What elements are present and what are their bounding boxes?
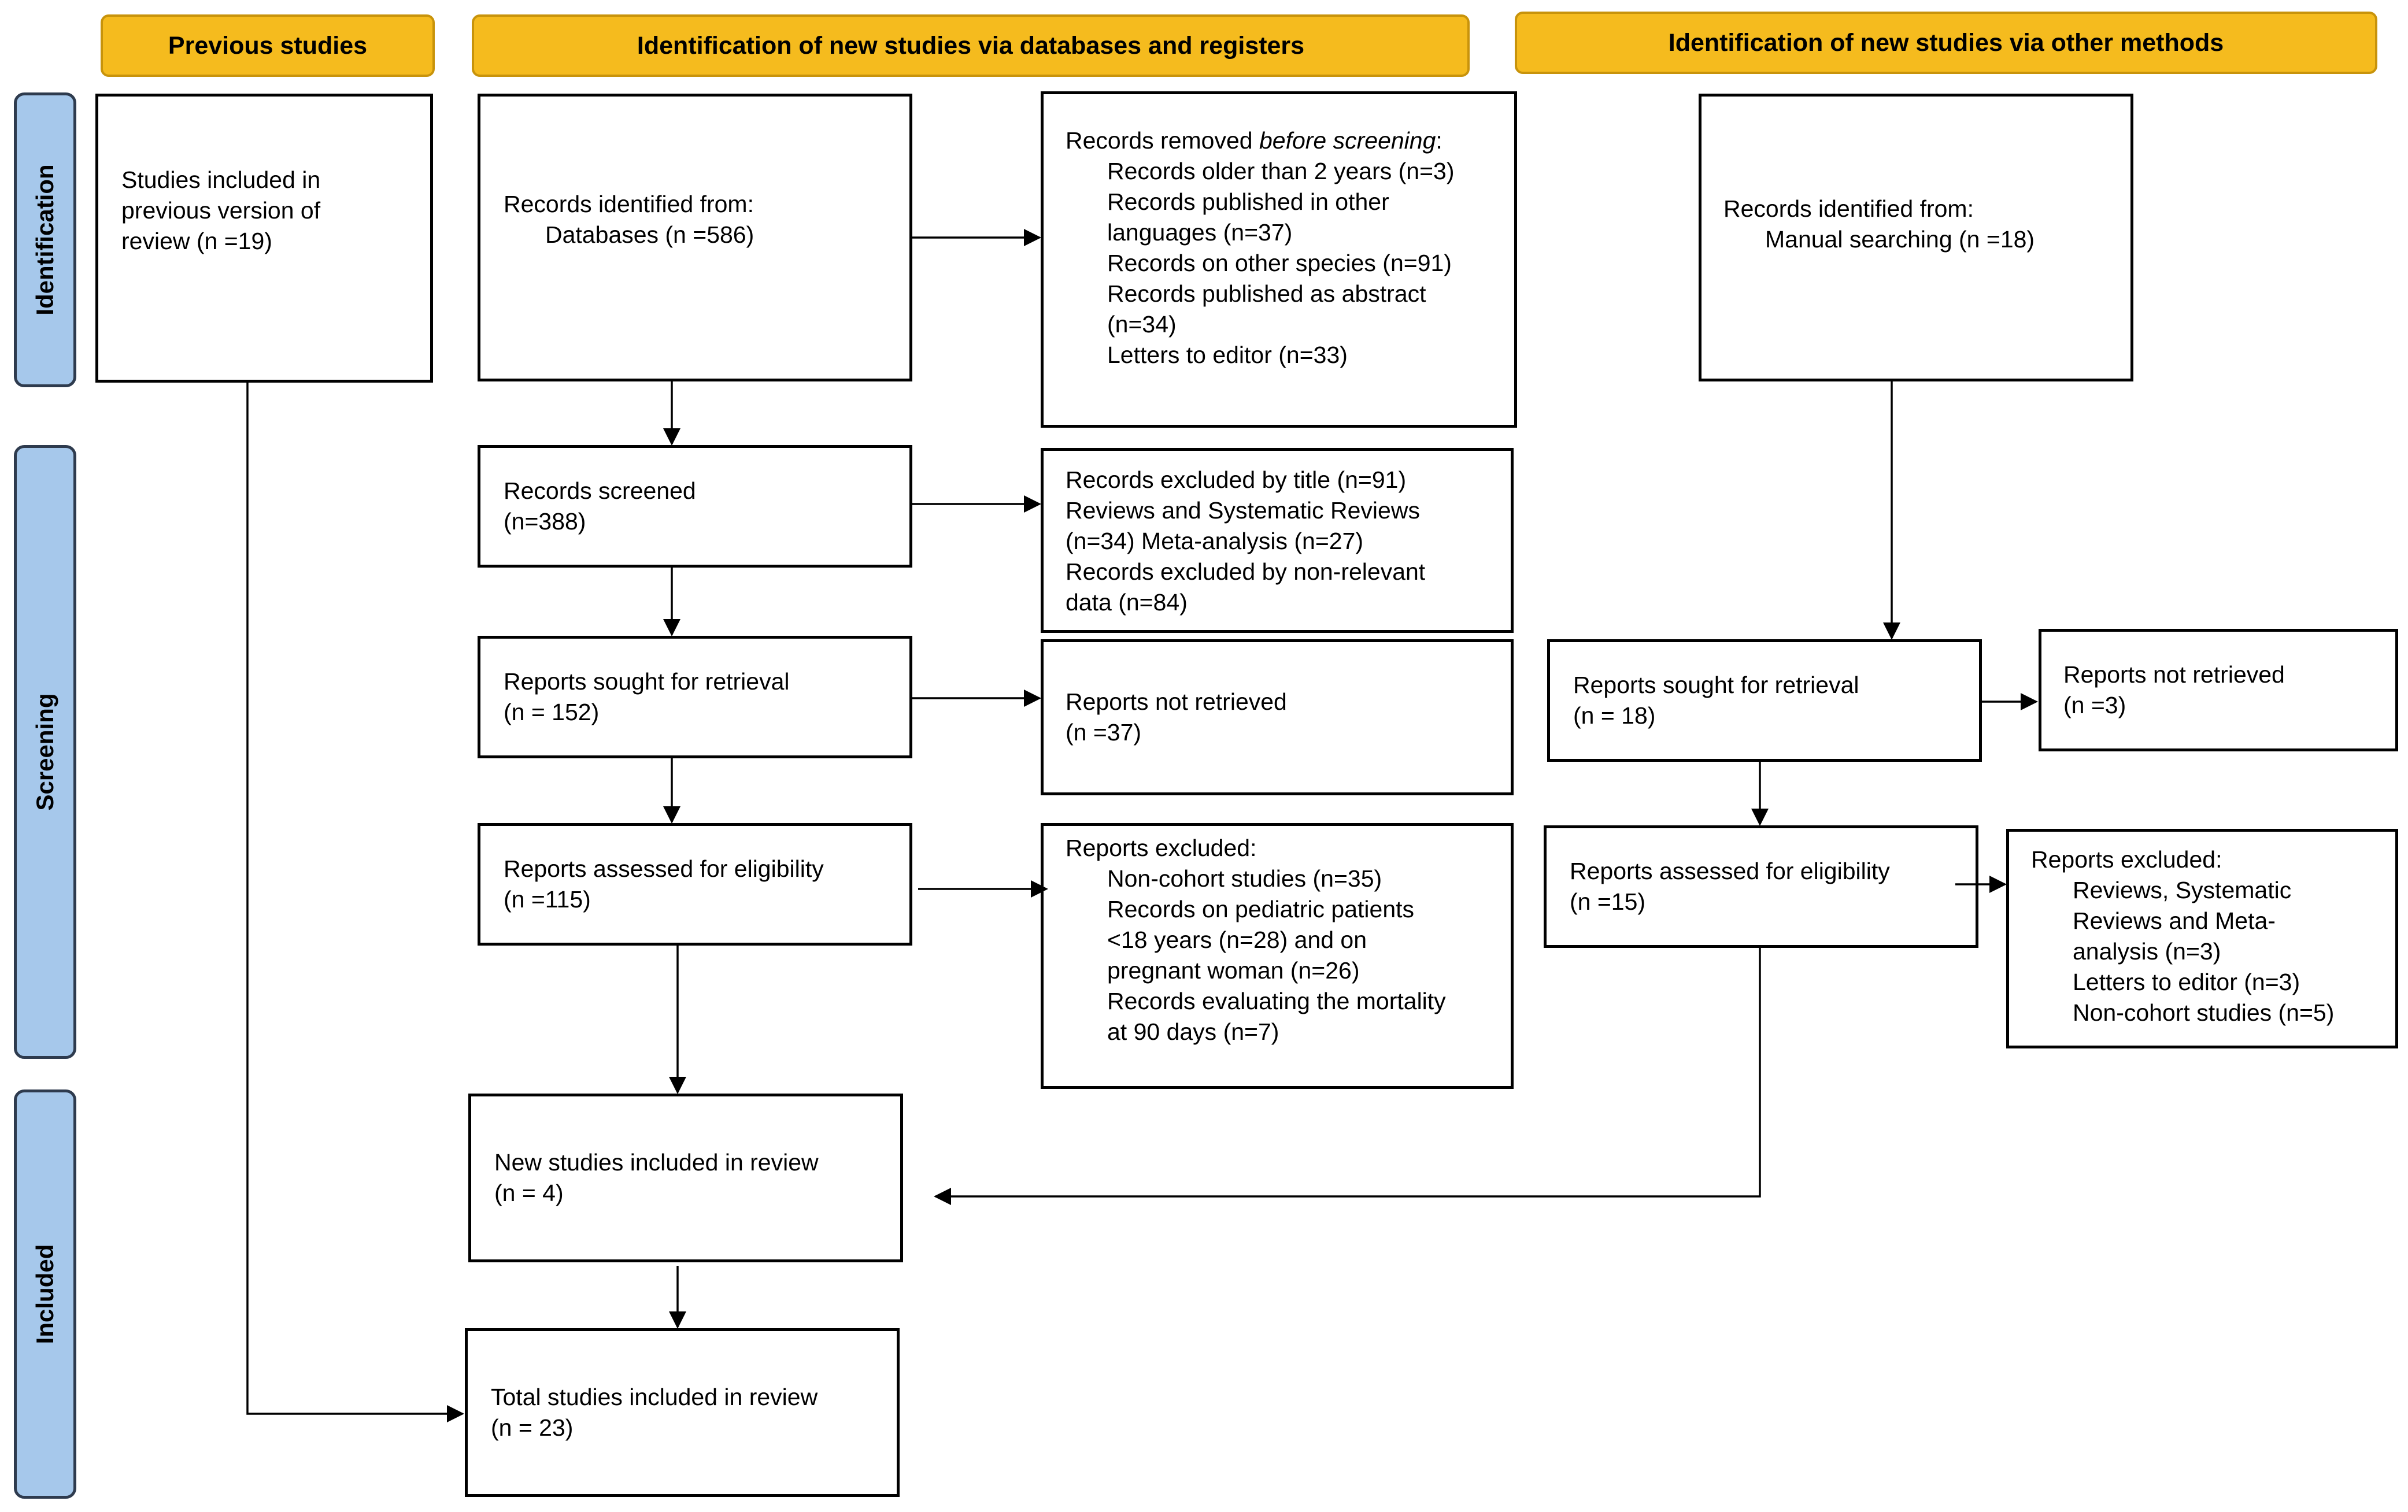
records-removed-title-b: :: [1436, 127, 1442, 154]
other-reports-sought-box: Reports sought for retrieval (n = 18): [1547, 639, 1982, 762]
phase-screening: Screening: [14, 445, 76, 1059]
other-excluded-item: Reviews and Meta-: [2073, 907, 2276, 934]
records-removed-item: Records on other species (n=91): [1107, 250, 1452, 276]
db-reports-excluded-box: Reports excluded: Non-cohort studies (n=…: [1041, 823, 1514, 1089]
records-removed-title-em: before screening: [1259, 127, 1436, 154]
total-included-line-2: (n = 23): [491, 1414, 574, 1441]
other-sought-line-1: Reports sought for retrieval: [1573, 672, 1859, 698]
other-assessed-line-1: Reports assessed for eligibility: [1570, 858, 1890, 884]
db-reports-sought-box: Reports sought for retrieval (n = 152): [478, 636, 912, 758]
records-removed-item: Records published in other: [1107, 188, 1389, 215]
records-excluded-box: Records excluded by title (n=91) Reviews…: [1041, 448, 1514, 633]
other-sought-line-2: (n = 18): [1573, 702, 1656, 729]
records-removed-item: languages (n=37): [1107, 219, 1293, 246]
records-removed-box: Records removed before screening: Record…: [1041, 91, 1517, 428]
records-screened-box: Records screened (n=388): [478, 445, 912, 568]
new-included-line-1: New studies included in review: [494, 1149, 819, 1176]
other-reports-excluded-box: Reports excluded: Reviews, Systematic Re…: [2006, 829, 2398, 1048]
other-excluded-title: Reports excluded:: [2031, 846, 2222, 873]
db-reports-assessed-box: Reports assessed for eligibility (n =115…: [478, 823, 912, 946]
other-not-retrieved-line-1: Reports not retrieved: [2063, 661, 2285, 688]
db-excluded-title: Reports excluded:: [1066, 835, 1257, 861]
records-removed-item: (n=34): [1107, 311, 1177, 338]
db-identified-line-2: Databases (n =586): [545, 221, 754, 248]
db-identified-line-1: Records identified from:: [504, 191, 754, 217]
previous-line-2: previous version of: [121, 197, 321, 224]
phase-included: Included: [14, 1089, 76, 1499]
screened-line-2: (n=388): [504, 508, 586, 535]
db-assessed-line-1: Reports assessed for eligibility: [504, 855, 824, 882]
db-not-retrieved-line-1: Reports not retrieved: [1066, 688, 1287, 715]
other-reports-not-retrieved-box: Reports not retrieved (n =3): [2039, 629, 2398, 751]
other-reports-assessed-box: Reports assessed for eligibility (n =15): [1544, 825, 1978, 948]
excluded-title-line: (n=34) Meta-analysis (n=27): [1066, 528, 1364, 554]
other-excluded-item: Non-cohort studies (n=5): [2073, 999, 2335, 1026]
previous-line-3: review (n =19): [121, 228, 272, 254]
db-records-identified-box: Records identified from: Databases (n =5…: [478, 94, 912, 381]
total-included-line-1: Total studies included in review: [491, 1384, 818, 1410]
db-reports-not-retrieved-box: Reports not retrieved (n =37): [1041, 639, 1514, 795]
previous-studies-box: Studies included in previous version of …: [95, 94, 433, 383]
db-excluded-item: at 90 days (n=7): [1107, 1018, 1279, 1045]
db-sought-line-1: Reports sought for retrieval: [504, 668, 790, 695]
new-included-line-2: (n = 4): [494, 1180, 564, 1206]
db-assessed-line-2: (n =115): [504, 886, 591, 913]
records-removed-title-a: Records removed: [1066, 127, 1259, 154]
arrow-other-assessed-to-new-included: [934, 948, 1761, 1205]
total-studies-included-box: Total studies included in review (n = 23…: [465, 1328, 900, 1497]
excluded-title-line: Records excluded by title (n=91): [1066, 466, 1407, 493]
records-removed-item: Records published as abstract: [1107, 280, 1426, 307]
records-removed-item: Records older than 2 years (n=3): [1107, 158, 1455, 184]
excluded-title-line: Records excluded by non-relevant: [1066, 558, 1426, 585]
header-databases-registers: Identification of new studies via databa…: [472, 14, 1470, 77]
other-identified-line-1: Records identified from:: [1723, 195, 1974, 222]
other-not-retrieved-line-2: (n =3): [2063, 692, 2126, 718]
other-excluded-item: analysis (n=3): [2073, 938, 2221, 965]
other-identified-line-2: Manual searching (n =18): [1765, 226, 2035, 253]
excluded-title-line: data (n=84): [1066, 589, 1188, 616]
header-other-methods: Identification of new studies via other …: [1515, 12, 2377, 74]
db-excluded-item: Non-cohort studies (n=35): [1107, 865, 1382, 892]
db-sought-line-2: (n = 152): [504, 699, 600, 725]
other-excluded-item: Letters to editor (n=3): [2073, 969, 2300, 995]
new-studies-included-box: New studies included in review (n = 4): [468, 1094, 903, 1262]
other-records-identified-box: Records identified from: Manual searchin…: [1699, 94, 2133, 381]
arrow-previous-to-total: [246, 383, 464, 1422]
db-excluded-item: Records evaluating the mortality: [1107, 988, 1446, 1014]
header-previous-studies: Previous studies: [101, 14, 435, 77]
excluded-title-line: Reviews and Systematic Reviews: [1066, 497, 1420, 524]
db-excluded-item: <18 years (n=28) and on: [1107, 927, 1367, 953]
other-excluded-item: Reviews, Systematic: [2073, 877, 2292, 903]
phase-identification: Identification: [14, 92, 76, 387]
db-excluded-item: Records on pediatric patients: [1107, 896, 1415, 922]
records-removed-item: Letters to editor (n=33): [1107, 342, 1348, 368]
db-not-retrieved-line-2: (n =37): [1066, 719, 1142, 746]
db-excluded-item: pregnant woman (n=26): [1107, 957, 1360, 984]
screened-line-1: Records screened: [504, 477, 696, 504]
previous-line-1: Studies included in: [121, 166, 321, 193]
other-assessed-line-2: (n =15): [1570, 888, 1646, 915]
records-removed-title: Records removed before screening:: [1066, 125, 1514, 156]
